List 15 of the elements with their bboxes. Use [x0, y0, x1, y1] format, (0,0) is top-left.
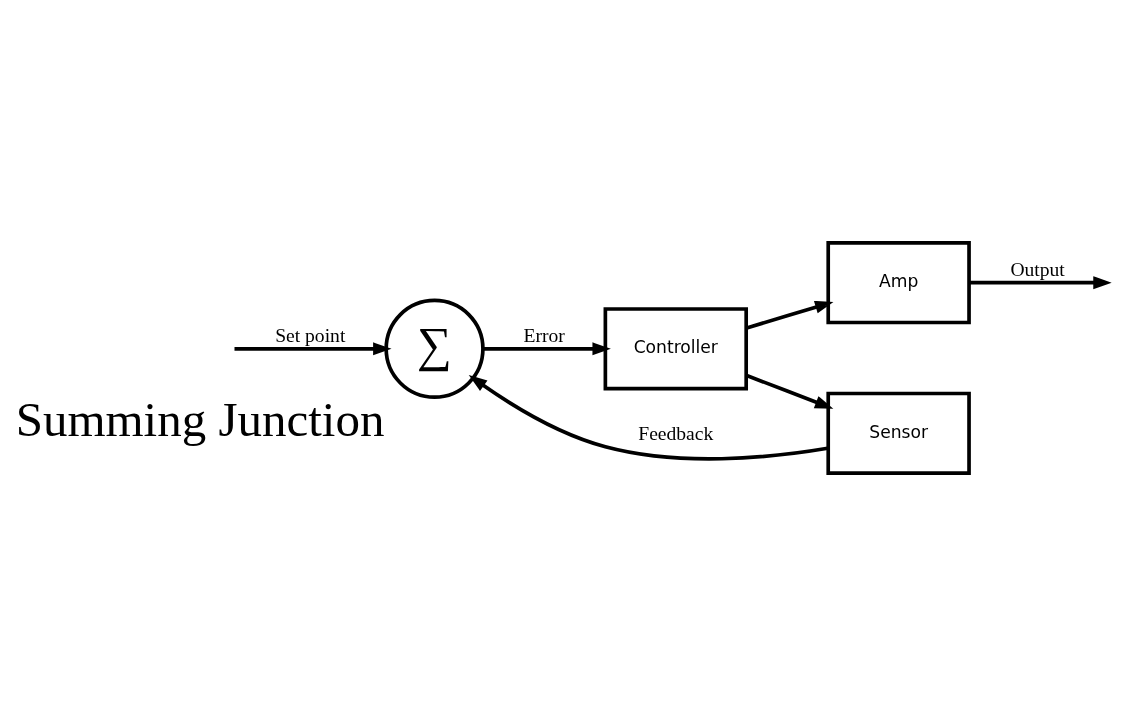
node-box: Sensor [826, 391, 971, 475]
edge-label: Feedback [638, 422, 714, 444]
edge-label: Error [523, 324, 565, 346]
arrow [746, 300, 834, 330]
arrow [234, 341, 392, 355]
arrow [969, 275, 1112, 289]
edge-label: Set point [275, 324, 346, 346]
edge-label: Output [1010, 258, 1065, 280]
node-box: Amp [826, 240, 971, 324]
arrow [468, 374, 828, 461]
node-circle: ∑ [384, 298, 485, 399]
node-label: Summing Junction [15, 391, 385, 447]
node-box: Controller [603, 306, 748, 390]
arrow [482, 341, 611, 355]
arrow [746, 373, 834, 409]
